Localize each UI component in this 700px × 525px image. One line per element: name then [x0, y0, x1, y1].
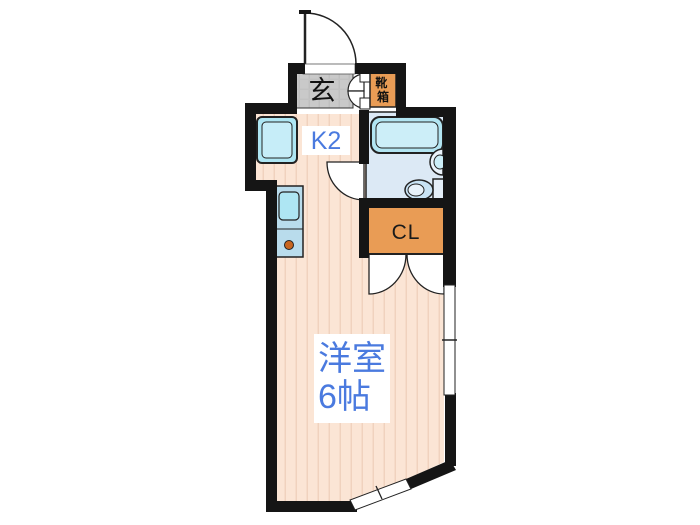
- closet-box: [365, 205, 446, 255]
- diagonal-window-icon: [349, 478, 412, 511]
- door-jamb: [359, 97, 371, 110]
- closet-label: CL: [392, 221, 421, 244]
- bathtub-icon: [370, 116, 444, 154]
- shoe-box: [369, 72, 397, 108]
- closet-door-left-icon: [368, 253, 407, 295]
- entrance-label: 玄: [309, 76, 336, 106]
- toilet-icon: [404, 178, 446, 201]
- kitchen-label: K2: [311, 127, 342, 155]
- shoe-box-label-char2: 箱: [377, 89, 389, 104]
- kitchen-label-bg: [302, 126, 350, 155]
- entrance-threshold: [302, 63, 356, 75]
- entrance-door-swing-icon: [299, 10, 357, 65]
- sink-counter-icon: [274, 185, 304, 258]
- shoe-box-label-char1: 靴: [375, 75, 387, 90]
- western-room-label-bg: [314, 334, 390, 423]
- western-room-size-label: 6帖: [318, 378, 371, 416]
- side-window-icon: [442, 284, 457, 396]
- stove-burner-icon: [284, 240, 294, 250]
- washing-machine-icon: [256, 116, 298, 164]
- closet-door-right-icon: [406, 253, 445, 295]
- walls: [245, 63, 456, 512]
- shoe-box-label: 靴 箱: [375, 75, 390, 104]
- western-room-label: 洋室: [318, 340, 386, 378]
